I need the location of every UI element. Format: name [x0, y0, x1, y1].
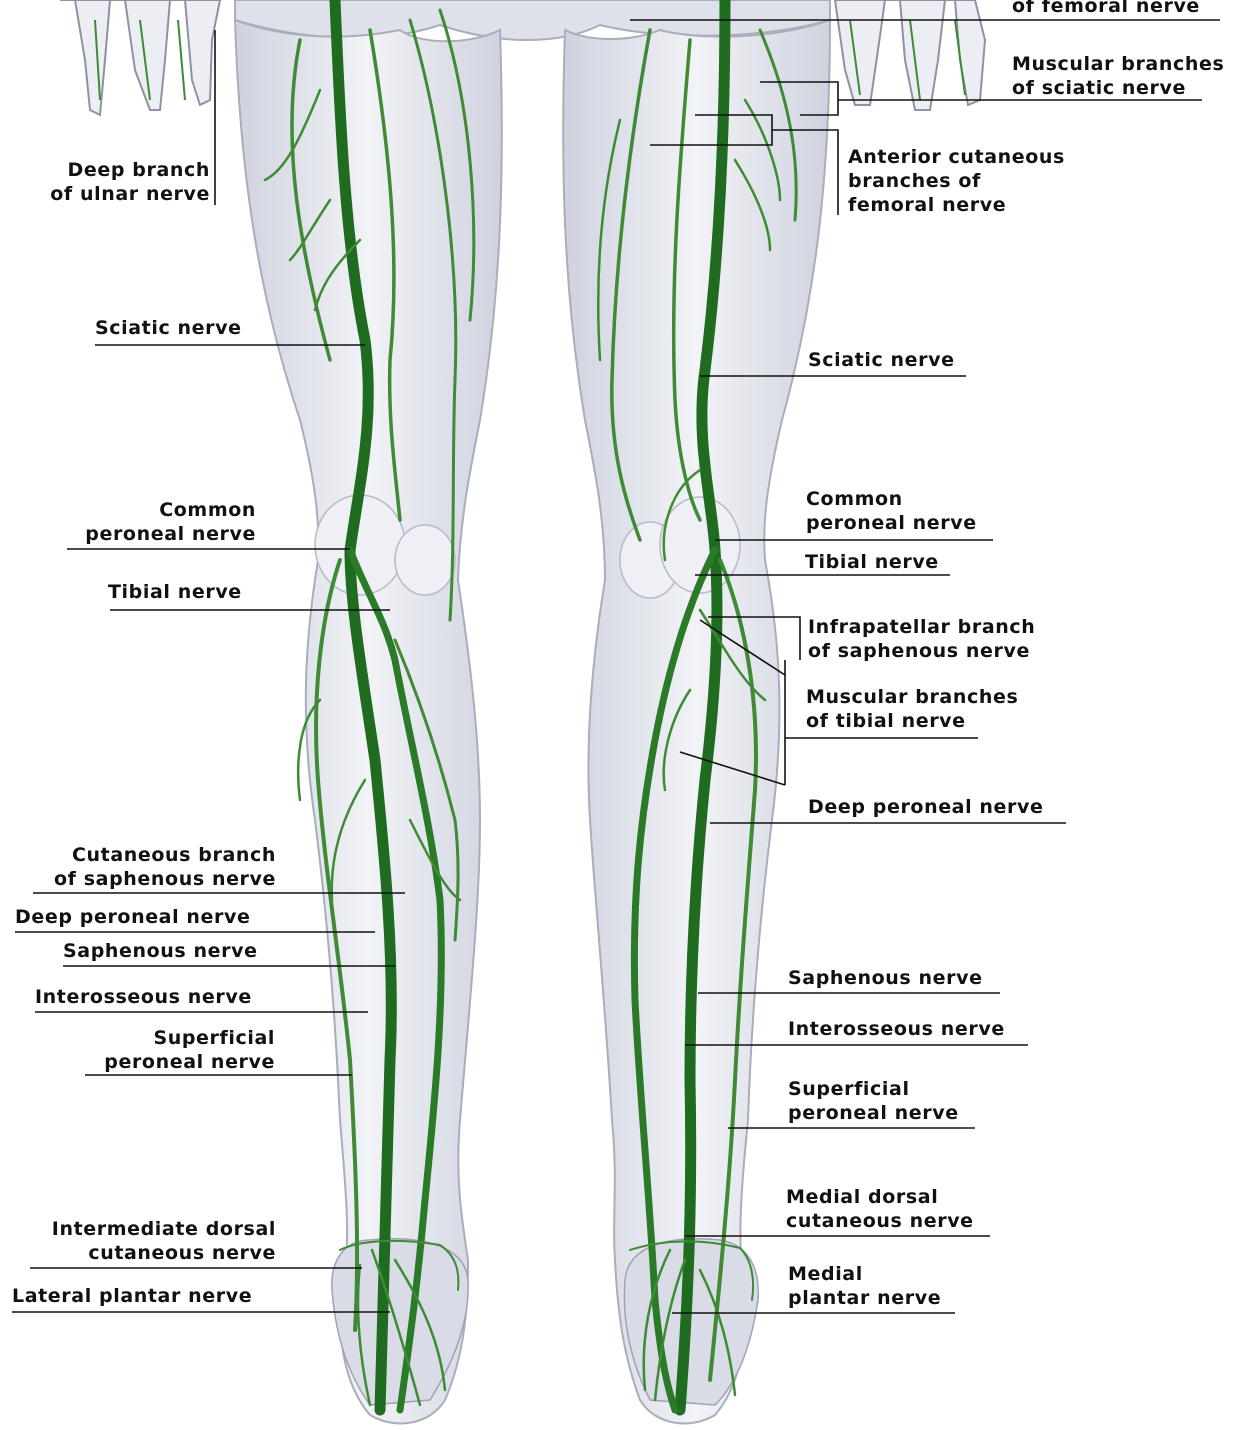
- label-line: Common: [20, 498, 256, 522]
- label-line: of saphenous nerve: [808, 639, 1035, 663]
- label-line: of saphenous nerve: [20, 867, 276, 891]
- label-cutaneous-branch-saphenous: Cutaneous branch of saphenous nerve: [20, 843, 276, 891]
- label-medial-dorsal-cutaneous: Medial dorsal cutaneous nerve: [786, 1185, 974, 1233]
- label-line: of tibial nerve: [806, 709, 1018, 733]
- label-muscular-branches-sciatic: Muscular branches of sciatic nerve: [1012, 52, 1224, 100]
- label-tibial-left: Tibial nerve: [108, 580, 242, 604]
- label-deep-peroneal-right: Deep peroneal nerve: [808, 795, 1044, 819]
- label-line: peroneal nerve: [20, 1050, 275, 1074]
- label-superficial-peroneal-right: Superficial peroneal nerve: [788, 1077, 959, 1125]
- label-line: Superficial: [20, 1026, 275, 1050]
- left-hand-icon: [60, 0, 220, 115]
- label-sciatic-left: Sciatic nerve: [95, 316, 242, 340]
- label-line: Intermediate dorsal: [20, 1217, 276, 1241]
- label-anterior-cutaneous: Anterior cutaneous branches of femoral n…: [848, 145, 1065, 217]
- label-line: Medial dorsal: [786, 1185, 974, 1209]
- label-medial-plantar: Medial plantar nerve: [788, 1262, 941, 1310]
- label-deep-branch-ulnar: Deep branch of ulnar nerve: [20, 158, 210, 206]
- label-line: femoral nerve: [848, 193, 1065, 217]
- label-line: peroneal nerve: [20, 522, 256, 546]
- label-lateral-plantar: Lateral plantar nerve: [12, 1284, 252, 1308]
- label-line: Common: [806, 487, 977, 511]
- label-infrapatellar-branch: Infrapatellar branch of saphenous nerve: [808, 615, 1035, 663]
- label-line: Muscular branches: [1012, 52, 1224, 76]
- label-line: Deep peroneal nerve: [15, 905, 251, 929]
- label-line: Sciatic nerve: [95, 316, 242, 340]
- label-line: Tibial nerve: [108, 580, 242, 604]
- label-common-peroneal-left: Common peroneal nerve: [20, 498, 256, 546]
- label-line: Superficial: [788, 1077, 959, 1101]
- label-line: Saphenous nerve: [63, 939, 258, 963]
- label-line: peroneal nerve: [788, 1101, 959, 1125]
- label-line: Medial: [788, 1262, 941, 1286]
- label-line: Interosseous nerve: [788, 1017, 1005, 1041]
- label-line: branches of: [848, 169, 1065, 193]
- label-line: Interosseous nerve: [35, 985, 252, 1009]
- label-line: plantar nerve: [788, 1286, 941, 1310]
- label-femoral-nerve-top: of femoral nerve: [1012, 0, 1200, 18]
- label-line: Anterior cutaneous: [848, 145, 1065, 169]
- label-line: cutaneous nerve: [20, 1241, 276, 1265]
- label-line: Cutaneous branch: [20, 843, 276, 867]
- label-saphenous-right: Saphenous nerve: [788, 966, 983, 990]
- label-line: of sciatic nerve: [1012, 76, 1224, 100]
- label-superficial-peroneal-left: Superficial peroneal nerve: [20, 1026, 275, 1074]
- label-line: Deep peroneal nerve: [808, 795, 1044, 819]
- label-line: of femoral nerve: [1012, 0, 1200, 18]
- label-intermediate-dorsal-cutaneous: Intermediate dorsal cutaneous nerve: [20, 1217, 276, 1265]
- label-sciatic-right: Sciatic nerve: [808, 348, 955, 372]
- label-tibial-right: Tibial nerve: [805, 550, 939, 574]
- knee-shapes: [315, 495, 740, 598]
- label-muscular-branches-tibial: Muscular branches of tibial nerve: [806, 685, 1018, 733]
- label-interosseous-left: Interosseous nerve: [35, 985, 252, 1009]
- label-line: Tibial nerve: [805, 550, 939, 574]
- label-interosseous-right: Interosseous nerve: [788, 1017, 1005, 1041]
- label-line: Saphenous nerve: [788, 966, 983, 990]
- label-common-peroneal-right: Common peroneal nerve: [806, 487, 977, 535]
- label-line: of ulnar nerve: [20, 182, 210, 206]
- label-line: peroneal nerve: [806, 511, 977, 535]
- right-hand-icon: [835, 0, 985, 110]
- label-saphenous-left: Saphenous nerve: [63, 939, 258, 963]
- label-line: Lateral plantar nerve: [12, 1284, 252, 1308]
- label-line: Infrapatellar branch: [808, 615, 1035, 639]
- label-line: Muscular branches: [806, 685, 1018, 709]
- label-deep-peroneal-left: Deep peroneal nerve: [15, 905, 251, 929]
- label-line: Sciatic nerve: [808, 348, 955, 372]
- label-line: Deep branch: [20, 158, 210, 182]
- label-line: cutaneous nerve: [786, 1209, 974, 1233]
